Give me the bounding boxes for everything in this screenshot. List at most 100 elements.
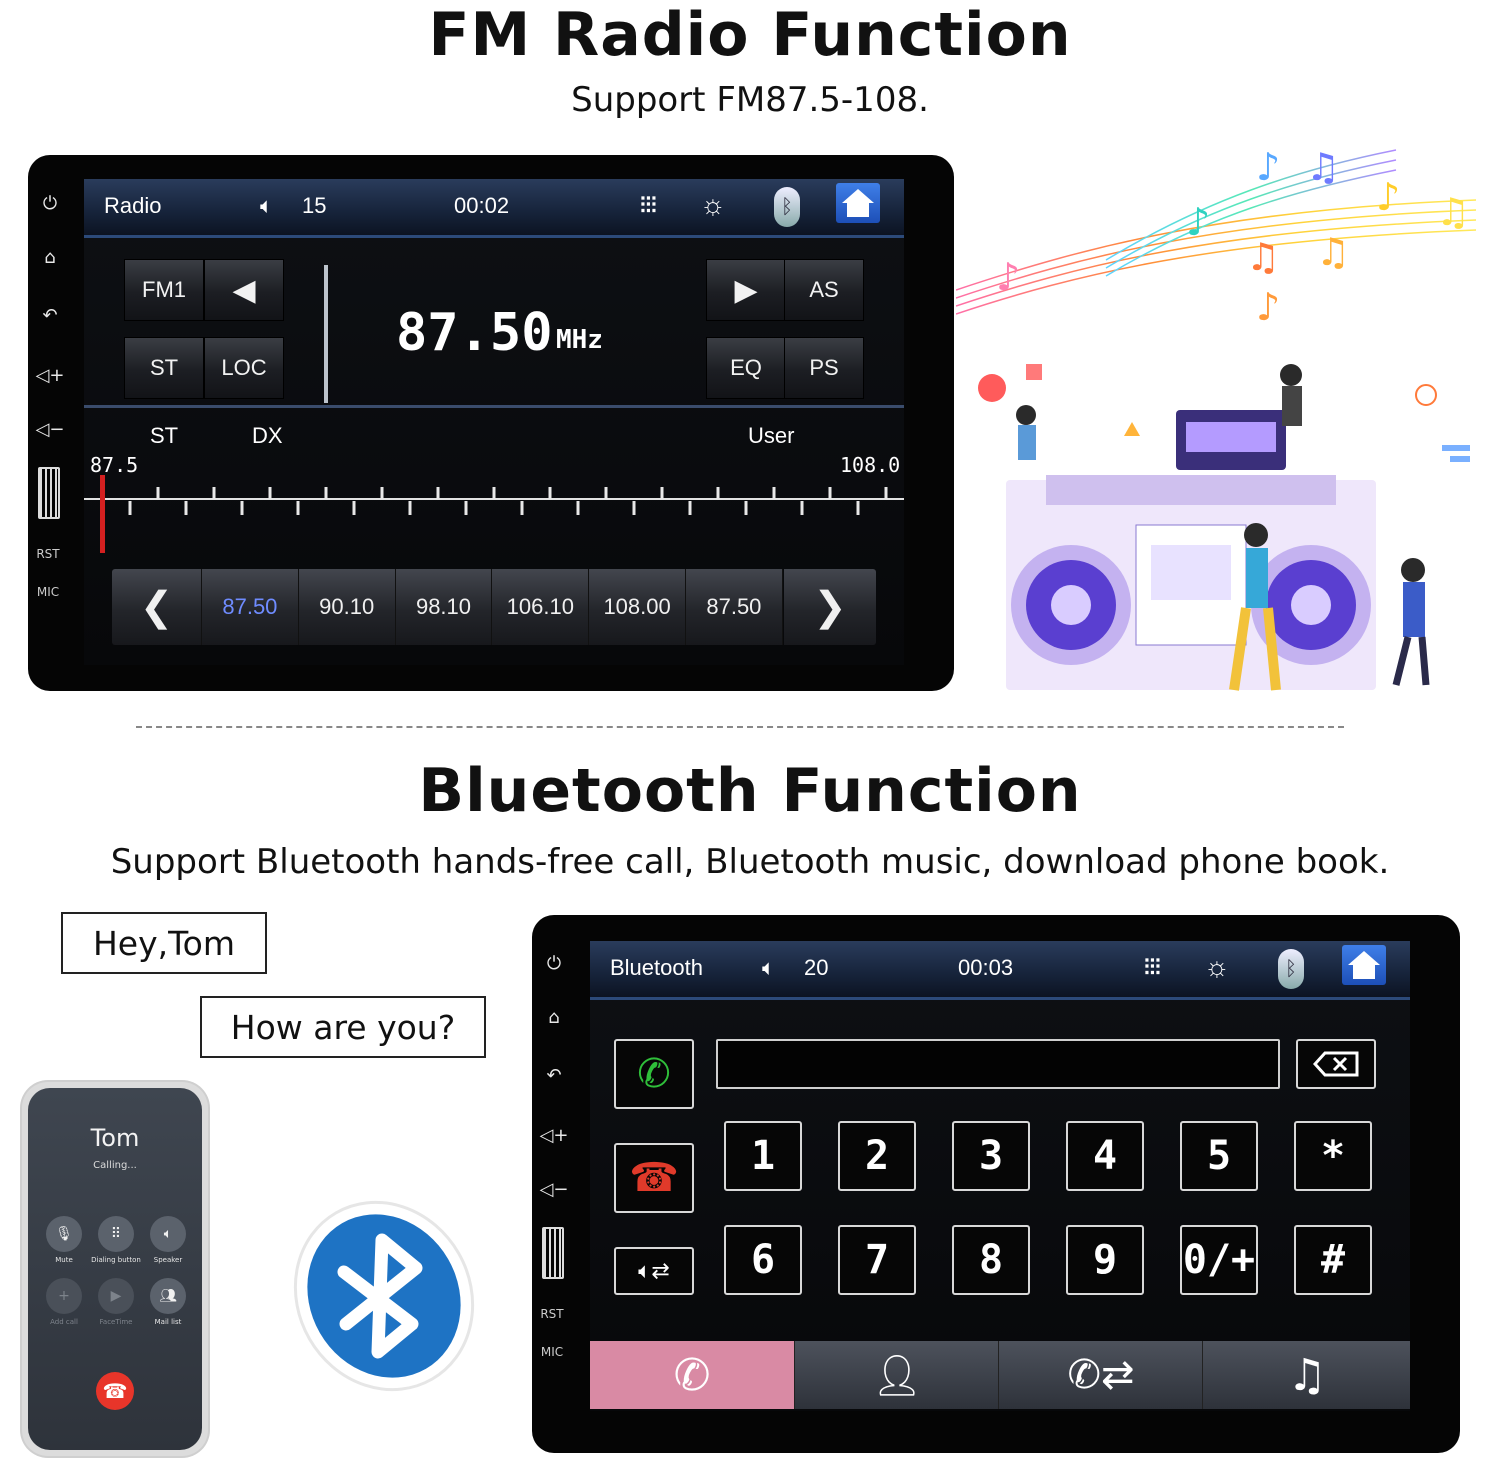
dial-key[interactable]: 4 xyxy=(1066,1121,1144,1191)
preset-button[interactable]: 106.10 xyxy=(492,569,590,645)
contact-name: Tom xyxy=(90,1124,140,1152)
frequency-unit: MHz xyxy=(556,325,603,355)
chevron-left-icon: ❮ xyxy=(139,585,174,629)
chevron-right-icon: ❯ xyxy=(813,585,847,629)
dial-key[interactable]: 8 xyxy=(952,1225,1030,1295)
svg-text:♪: ♪ xyxy=(1376,175,1400,219)
bluetooth-head-unit: ⏻ ⌂ ↶ ◁+ ◁− RST MIC Bluetooth 🔈︎ 20 00:0… xyxy=(532,915,1460,1453)
dial-key[interactable]: 9 xyxy=(1066,1225,1144,1295)
preset-button[interactable]: 98.10 xyxy=(395,569,493,645)
preset-button[interactable]: 87.50 xyxy=(686,569,783,645)
brightness-icon[interactable]: ☼ xyxy=(1204,951,1230,982)
dx-indicator: DX xyxy=(252,423,283,448)
fm-subtitle: Support FM87.5-108. xyxy=(571,80,929,120)
power-button[interactable]: ⏻ xyxy=(534,953,574,974)
tab-dialer[interactable]: ✆ xyxy=(590,1341,794,1409)
svg-text:♪: ♪ xyxy=(1256,285,1280,329)
source-label: Radio xyxy=(104,193,162,218)
sd-card-icon xyxy=(38,467,60,519)
svg-text:♪: ♪ xyxy=(996,255,1020,299)
back-button[interactable]: ↶ xyxy=(534,1065,574,1086)
dial-key[interactable]: 7 xyxy=(838,1225,916,1295)
brightness-icon[interactable]: ☼ xyxy=(700,189,726,220)
bt-status-bar: Bluetooth 🔈︎ 20 00:03 ⫶⫶⫶ ☼ ᛒ xyxy=(590,941,1410,997)
backspace-button[interactable] xyxy=(1296,1039,1376,1089)
call-control-label: Mail list xyxy=(154,1318,182,1326)
call-control-button[interactable]: ⠿ xyxy=(98,1216,134,1252)
contact-icon: 👤︎ xyxy=(871,1352,923,1399)
dial-key[interactable]: 0/+ xyxy=(1180,1225,1258,1295)
tab-music[interactable]: ♫ xyxy=(1202,1341,1410,1409)
user-indicator: User xyxy=(748,423,795,448)
seek-back-button[interactable]: ◀ xyxy=(204,259,284,321)
source-label: Bluetooth xyxy=(610,955,703,980)
phone-screen: Tom Calling... 🎙︎Mute⠿Dialing button🔈︎Sp… xyxy=(28,1088,202,1450)
call-button[interactable]: ✆ xyxy=(614,1039,694,1109)
preset-button[interactable]: 87.50 xyxy=(202,569,299,645)
power-button[interactable]: ⏻ xyxy=(30,193,70,214)
volume-down-button[interactable]: ◁− xyxy=(534,1179,574,1200)
call-control-button[interactable]: + xyxy=(46,1278,82,1314)
volume-down-button[interactable]: ◁− xyxy=(30,419,70,440)
hangup-button[interactable]: ☎ xyxy=(614,1143,694,1213)
dial-key[interactable]: 2 xyxy=(838,1121,916,1191)
audio-transfer-button[interactable]: 🔈︎⇄ xyxy=(614,1247,694,1295)
call-control-button[interactable]: 🔈︎ xyxy=(150,1216,186,1252)
tuner-needle[interactable] xyxy=(100,475,105,553)
radio-head-unit: ⏻ ⌂ ↶ ◁+ ◁− RST MIC Radio 🔈︎ 15 00:02 ⫶⫶… xyxy=(28,155,954,691)
home-screen-icon[interactable] xyxy=(836,183,880,223)
home-button[interactable]: ⌂ xyxy=(30,247,70,268)
call-control-button[interactable]: 🎙︎ xyxy=(46,1216,82,1252)
dial-key[interactable]: # xyxy=(1294,1225,1372,1295)
volume-up-icon: ◁+ xyxy=(539,1125,569,1146)
reset-button[interactable]: RST xyxy=(540,1307,564,1321)
home-button[interactable]: ⌂ xyxy=(534,1007,574,1028)
svg-text:♪: ♪ xyxy=(1186,200,1210,244)
dial-input[interactable] xyxy=(716,1039,1280,1089)
call-control-button[interactable]: ▶ xyxy=(98,1278,134,1314)
dial-key[interactable]: 1 xyxy=(724,1121,802,1191)
back-button[interactable]: ↶ xyxy=(30,305,70,326)
backspace-icon xyxy=(1313,1051,1359,1077)
dial-key[interactable]: * xyxy=(1294,1121,1372,1191)
reset-button[interactable]: RST xyxy=(36,547,60,561)
stereo-button[interactable]: ST xyxy=(124,337,204,399)
dial-key[interactable]: 6 xyxy=(724,1225,802,1295)
dial-key[interactable]: 3 xyxy=(952,1121,1030,1191)
seek-forward-button[interactable]: ▶ xyxy=(706,259,786,321)
phone-icon: ✆ xyxy=(673,1349,711,1401)
eq-button[interactable]: EQ xyxy=(706,337,786,399)
volume-up-button[interactable]: ◁+ xyxy=(534,1125,574,1146)
tuner-scale[interactable] xyxy=(84,475,904,555)
call-control-label: Speaker xyxy=(153,1256,183,1264)
hangup-button[interactable]: ☎ xyxy=(96,1372,134,1410)
call-control-label: Add call xyxy=(50,1318,78,1326)
home-icon: ⌂ xyxy=(548,1007,560,1028)
band-button[interactable]: FM1 xyxy=(124,259,204,321)
call-control-button[interactable]: 👥︎ xyxy=(150,1278,186,1314)
local-button[interactable]: LOC xyxy=(204,337,284,399)
preset-button[interactable]: 90.10 xyxy=(298,569,396,645)
auto-store-button[interactable]: AS xyxy=(784,259,864,321)
bluetooth-icon[interactable]: ᛒ xyxy=(774,187,800,227)
music-note-icon: ♫ xyxy=(1287,1349,1327,1401)
smartphone: Tom Calling... 🎙︎Mute⠿Dialing button🔈︎Sp… xyxy=(22,1082,208,1456)
equalizer-icon[interactable]: ⫶⫶⫶ xyxy=(640,193,657,218)
preset-next-button[interactable]: ❯ xyxy=(784,569,876,645)
tab-contacts[interactable]: 👤︎ xyxy=(794,1341,999,1409)
radio-status-bar: Radio 🔈︎ 15 00:02 ⫶⫶⫶ ☼ ᛒ xyxy=(84,179,904,235)
dial-key[interactable]: 5 xyxy=(1180,1121,1258,1191)
bluetooth-icon[interactable]: ᛒ xyxy=(1278,949,1304,989)
fm-title: FM Radio Function xyxy=(428,0,1072,70)
tab-call-log[interactable]: ✆⇄ xyxy=(998,1341,1203,1409)
call-status: Calling... xyxy=(93,1160,137,1171)
home-screen-icon[interactable] xyxy=(1342,945,1386,985)
preset-button[interactable]: 108.00 xyxy=(589,569,686,645)
chat-bubble-2: How are you? xyxy=(200,996,486,1058)
phone-hangup-icon: ☎ xyxy=(102,1379,128,1403)
preset-scan-button[interactable]: PS xyxy=(784,337,864,399)
volume-up-button[interactable]: ◁+ xyxy=(30,365,70,386)
equalizer-icon[interactable]: ⫶⫶⫶ xyxy=(1144,955,1161,980)
preset-prev-button[interactable]: ❮ xyxy=(112,569,202,645)
